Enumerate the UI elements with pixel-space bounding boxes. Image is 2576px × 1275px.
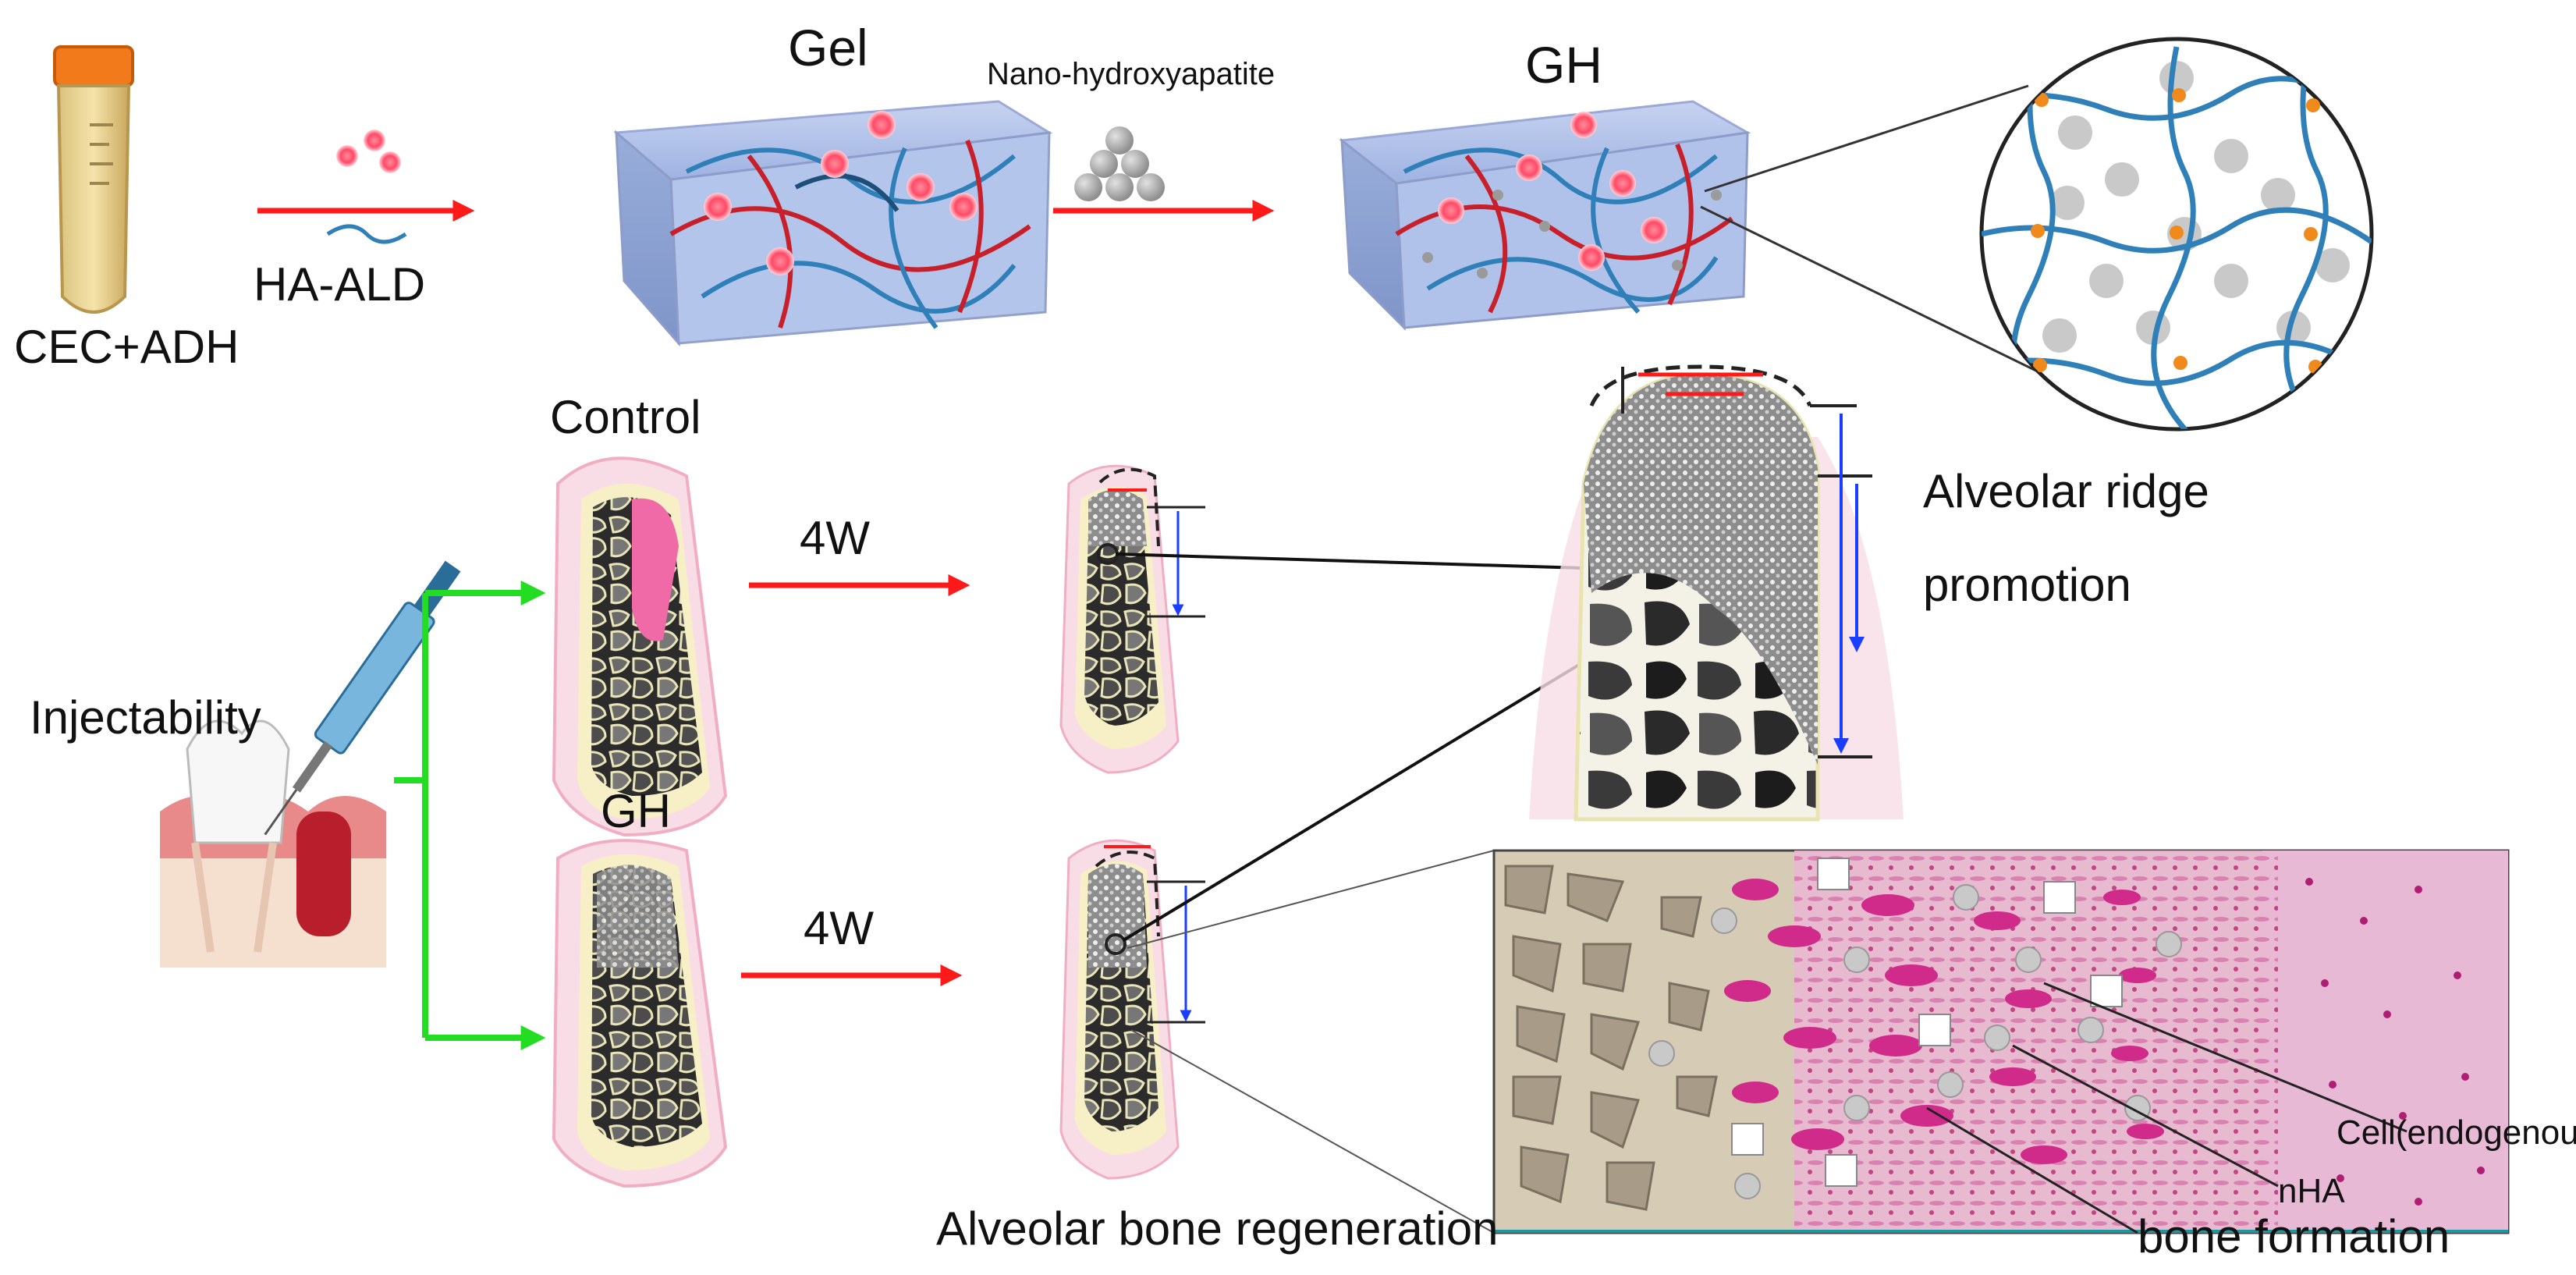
test-tube-icon [53, 45, 134, 314]
nano-hydroxyapatite-label: Nano-hydroxyapatite [987, 57, 1276, 91]
alveolar-ridge-label: Alveolar ridge [1923, 465, 2209, 517]
ha-ald-label: HA-ALD [254, 258, 426, 311]
gh-bone-section [552, 839, 728, 1188]
gh-top-label: GH [1525, 36, 1602, 94]
control-label: Control [550, 391, 701, 443]
reaction-arrow-1 [257, 130, 475, 244]
gh-4w-bone [1059, 839, 1205, 1180]
tooth-gum-illustration [160, 719, 386, 968]
control-4w-bone [1059, 464, 1205, 774]
network-zoom-circle [1979, 37, 2374, 432]
gel-label: Gel [788, 19, 868, 76]
gh-bottom-label: GH [601, 785, 671, 837]
gel-block [613, 100, 1053, 347]
gh-block [1339, 100, 1751, 331]
cec-adh-label: CEC+ADH [14, 321, 240, 373]
cell-label: Cell(endogenous) [2336, 1113, 2576, 1152]
branch-arrows [394, 581, 546, 1050]
promotion-label: promotion [1923, 559, 2131, 611]
nha-label: nHA [2278, 1172, 2345, 1210]
control-bone-section [552, 456, 728, 837]
bone-regeneration-label: Alveolar bone regeneration [936, 1202, 1499, 1255]
time-label-control: 4W [800, 512, 870, 564]
nano-hydroxyapatite-icon [1074, 126, 1165, 201]
ridge-zoom-bone [1529, 364, 1904, 822]
bone-formation-label: bone formation [2138, 1210, 2450, 1263]
tissue-zoom-panel [1492, 849, 2510, 1234]
injectability-label: Injectability [30, 691, 261, 744]
time-label-gh: 4W [804, 902, 874, 954]
